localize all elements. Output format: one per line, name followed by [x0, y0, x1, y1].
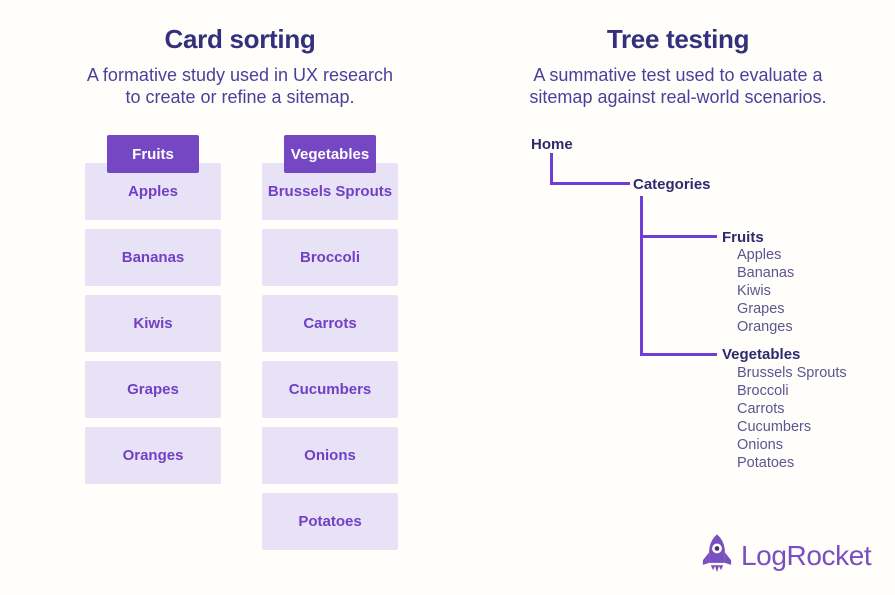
tree-item-carrots: Carrots: [737, 401, 785, 417]
tree-item-brussels-sprouts: Brussels Sprouts: [737, 365, 847, 381]
tree-item-potatoes: Potatoes: [737, 455, 795, 471]
tree-item-grapes: Grapes: [737, 301, 785, 317]
card-carrots: Carrots: [262, 295, 398, 352]
tree-item-onions: Onions: [737, 437, 783, 453]
tree-children-vegetables: Brussels Sprouts Broccoli Carrots Cucumb…: [737, 364, 847, 472]
card-column-vegetables: Vegetables Brussels Sprouts Broccoli Car…: [262, 135, 398, 559]
tree-item-oranges: Oranges: [737, 319, 793, 335]
column-header-vegetables: Vegetables: [284, 135, 376, 173]
tree-item-cucumbers: Cucumbers: [737, 419, 812, 435]
card-potatoes: Potatoes: [262, 493, 398, 550]
tree-line-fruits-horizontal: [640, 235, 717, 238]
card-sorting-subtitle-line1: A formative study used in UX research: [86, 65, 394, 85]
card-column-fruits: Fruits Apples Bananas Kiwis Grapes Orang…: [85, 135, 221, 493]
tree-item-bananas: Bananas: [737, 265, 795, 281]
tree-node-categories: Categories: [633, 176, 711, 193]
tree-node-vegetables: Vegetables: [722, 346, 801, 363]
card-cucumbers: Cucumbers: [262, 361, 398, 418]
card-stack-vegetables: Brussels Sprouts Broccoli Carrots Cucumb…: [262, 163, 398, 550]
tree-testing-subtitle: A summative test used to evaluate a site…: [458, 64, 895, 108]
card-onions: Onions: [262, 427, 398, 484]
tree-children-fruits: Apples Bananas Kiwis Grapes Oranges: [737, 246, 794, 336]
tree-line-categories-vertical: [640, 196, 643, 356]
tree-line-categories-horizontal: [550, 182, 630, 185]
tree-item-broccoli: Broccoli: [737, 383, 789, 399]
tree-node-home: Home: [531, 136, 573, 153]
logrocket-wordmark: LogRocket: [741, 540, 872, 571]
tree-line-vegetables-horizontal: [640, 353, 717, 356]
column-header-fruits: Fruits: [107, 135, 199, 173]
tree-testing-subtitle-line2: sitemap against real-world scenarios.: [529, 87, 827, 107]
tree-item-kiwis: Kiwis: [737, 283, 771, 299]
card-bananas: Bananas: [85, 229, 221, 286]
card-stack-fruits: Apples Bananas Kiwis Grapes Oranges: [85, 163, 221, 484]
tree-item-apples: Apples: [737, 247, 782, 263]
card-kiwis: Kiwis: [85, 295, 221, 352]
tree-testing-subtitle-line1: A summative test used to evaluate a: [533, 65, 823, 85]
card-grapes: Grapes: [85, 361, 221, 418]
tree-node-fruits: Fruits: [722, 229, 764, 246]
tree-line-home-vertical: [550, 153, 553, 185]
card-sorting-subtitle-line2: to create or refine a sitemap.: [125, 87, 355, 107]
card-sorting-subtitle: A formative study used in UX research to…: [20, 64, 460, 108]
tree-testing-title: Tree testing: [606, 24, 750, 54]
card-broccoli: Broccoli: [262, 229, 398, 286]
card-sorting-title: Card sorting: [164, 24, 316, 54]
card-oranges: Oranges: [85, 427, 221, 484]
logrocket-logo: LogRocket: [697, 533, 872, 579]
rocket-icon: [697, 533, 737, 579]
